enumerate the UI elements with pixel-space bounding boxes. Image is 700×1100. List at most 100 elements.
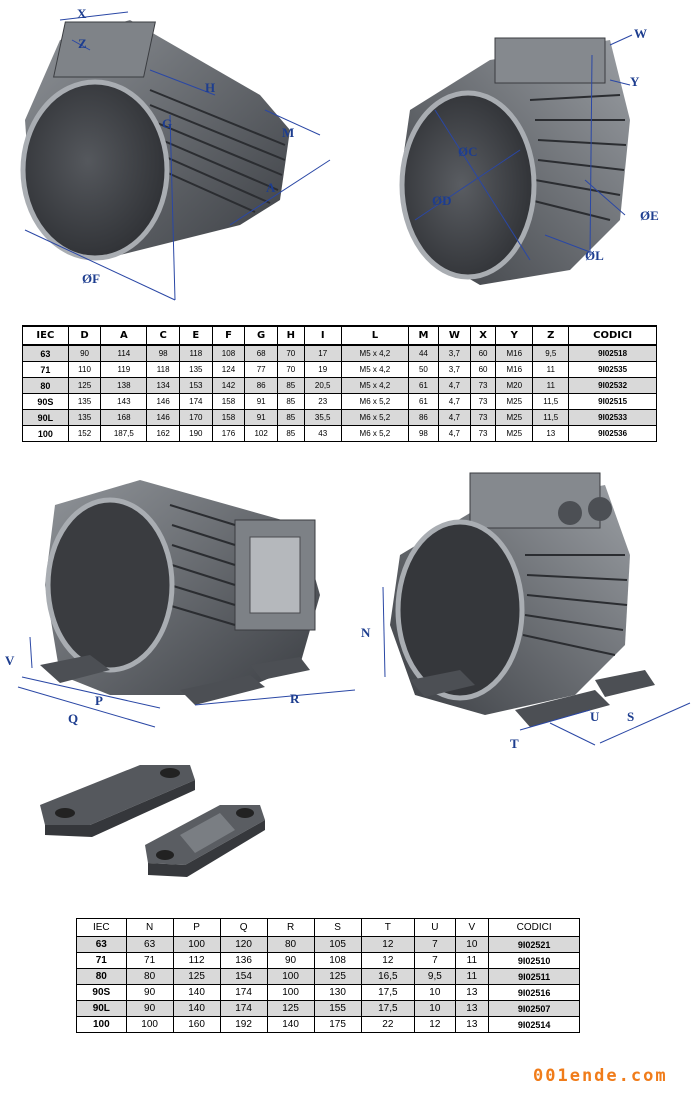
table-cell: 11: [532, 377, 570, 394]
table-cell: 43: [303, 425, 342, 442]
table-cell: 98: [146, 344, 180, 362]
table-cell: 108: [211, 344, 246, 362]
column-header: P: [172, 918, 221, 937]
table-cell: M6 x 5,2: [340, 393, 410, 410]
table-cell: 10: [414, 1000, 456, 1017]
label-s: S: [627, 709, 634, 724]
table-cell: 90L: [22, 409, 69, 426]
table-cell: 118: [179, 344, 213, 362]
column-header: G: [244, 325, 278, 346]
table-cell: 85: [276, 409, 305, 426]
table-cell: 90: [125, 984, 174, 1001]
dimension-lines-right: [414, 34, 633, 261]
column-header: L: [340, 325, 410, 346]
column-header: Z: [532, 325, 570, 346]
table-cell: 9I02516: [488, 984, 580, 1001]
column-header: E: [179, 325, 213, 346]
table-cell: 20,5: [303, 377, 342, 394]
table-cell: 10: [454, 936, 490, 953]
column-header: W: [437, 325, 471, 346]
column-header: Q: [219, 918, 268, 937]
table-cell: 71: [76, 952, 127, 969]
table-cell: 80: [266, 936, 315, 953]
table-cell: 187,5: [100, 425, 148, 442]
table-cell: 158: [211, 393, 246, 410]
housing-with-feet-left: V P Q R: [5, 480, 356, 728]
table-cell: M25: [495, 409, 534, 426]
table-cell: 86: [408, 409, 439, 426]
label-m: M: [282, 125, 294, 140]
table-cell: 155: [313, 1000, 362, 1017]
column-header: V: [454, 918, 490, 937]
table-cell: 100: [76, 1016, 127, 1033]
column-header: M: [408, 325, 439, 346]
table-cell: 146: [146, 409, 180, 426]
column-header: D: [67, 325, 102, 346]
label-l: ØL: [585, 248, 604, 263]
table-cell: 90S: [76, 984, 127, 1001]
table-cell: 90L: [76, 1000, 127, 1017]
table-cell: 61: [408, 393, 439, 410]
table-cell: 9I02514: [488, 1016, 580, 1033]
column-header: H: [276, 325, 305, 346]
label-x: X: [77, 6, 87, 21]
label-f: ØF: [82, 271, 100, 286]
column-header: X: [469, 325, 497, 346]
table-cell: M25: [495, 425, 534, 442]
table-cell: 80: [76, 968, 127, 985]
label-q: Q: [68, 711, 78, 726]
table-cell: 9I02533: [568, 409, 657, 426]
housing-body: [20, 20, 290, 261]
label-n: N: [361, 625, 371, 640]
dimension-lines-feet-right: [382, 586, 691, 746]
table-cell: 176: [211, 425, 246, 442]
label-z: Z: [78, 36, 87, 51]
table-cell: 142: [211, 377, 246, 394]
table-cell: 17,5: [360, 984, 416, 1001]
table-cell: 192: [219, 1016, 268, 1033]
label-d: ØD: [432, 193, 452, 208]
table-cell: 17,5: [360, 1000, 416, 1017]
label-c: ØC: [458, 144, 478, 159]
column-header: C: [146, 325, 180, 346]
housing-with-feet-right: N U S T: [361, 472, 691, 750]
table-cell: 135: [67, 393, 102, 410]
feet-parts-photo: [40, 765, 265, 877]
column-header: T: [360, 918, 416, 937]
table-cell: 160: [172, 1016, 221, 1033]
table-cell: 174: [219, 984, 268, 1001]
table-cell: 4,7: [437, 409, 471, 426]
table-cell: 11: [454, 952, 490, 969]
table-cell: 85: [276, 393, 305, 410]
table-cell: 100: [266, 984, 315, 1001]
label-g: G: [162, 116, 172, 131]
table-cell: 135: [179, 361, 213, 378]
table-cell: 9I02510: [488, 952, 580, 969]
table-cell: 9I02521: [488, 936, 580, 953]
table-cell: 9I02536: [568, 425, 657, 442]
table-cell: M5 x 4,2: [340, 377, 410, 394]
table-cell: 138: [100, 377, 148, 394]
table-cell: 90S: [22, 393, 69, 410]
label-p: P: [95, 693, 103, 708]
table-cell: 7: [414, 952, 456, 969]
label-h: H: [205, 80, 215, 95]
table-cell: 12: [414, 1016, 456, 1033]
table-cell: 4,7: [437, 393, 471, 410]
table-cell: 102: [244, 425, 278, 442]
table-cell: 68: [244, 344, 278, 362]
table-cell: 134: [146, 377, 180, 394]
table-cell: 44: [408, 344, 439, 362]
table-cell: 140: [172, 1000, 221, 1017]
table-cell: 3,7: [437, 344, 471, 362]
table-cell: 153: [179, 377, 213, 394]
table-cell: 125: [266, 1000, 315, 1017]
